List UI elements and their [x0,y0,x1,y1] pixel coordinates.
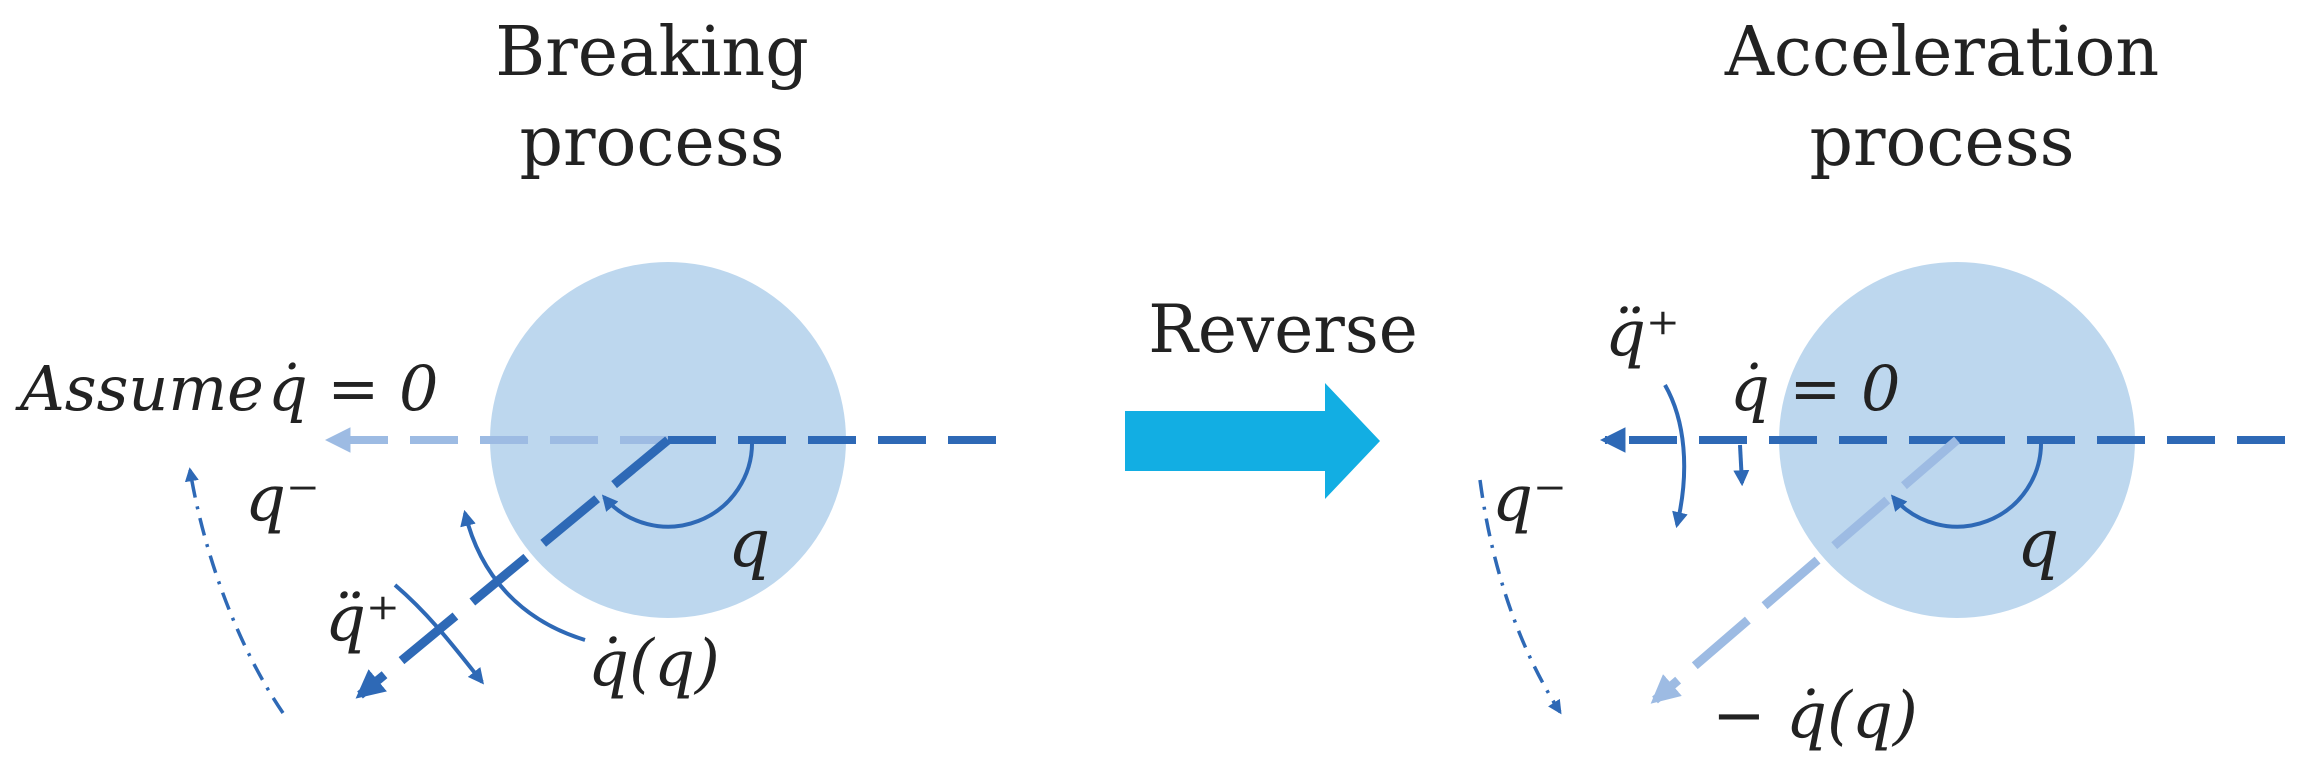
right-title-line1: Acceleration [1724,13,2159,92]
left-panel: Breaking process Assume q̇ = 0 q⁻ q̈⁺ q … [15,13,1005,714]
left-assume-word: Assume [15,352,264,425]
left-q-minus-label: q⁻ [245,462,320,536]
right-neg-q-dot-of-q-label: − q̇(q) [1712,679,1918,753]
reverse-label: Reverse [1148,291,1418,368]
left-link-line [355,436,671,699]
middle-reverse: Reverse [1125,291,1418,499]
right-q-minus-label: q⁻ [1492,462,1567,536]
right-zero-velocity-arrow [1733,444,1750,487]
left-q-dot-of-q-label: q̇(q) [588,627,720,701]
left-title-line1: Breaking [495,13,809,92]
left-swing-arc [184,467,285,714]
right-title-line2: process [1809,103,2074,182]
right-swing-arc [1478,479,1562,715]
reverse-arrow-icon [1125,383,1380,499]
left-angle-q-arc [601,439,755,529]
right-link-line [1650,436,1960,704]
left-acceleration-arrow [393,583,484,685]
left-q-label: q [728,505,770,582]
left-title-line2: process [519,103,784,182]
left-assume-expression: q̇ = 0 [268,352,439,425]
left-velocity-arrow [460,509,586,642]
right-panel: Acceleration process q̈⁺ q̇ = 0 q⁻ q − q… [1478,13,2300,753]
right-acceleration-arrow [1663,384,1688,529]
right-angle-q-arc [1890,439,2044,529]
right-q-label: q [2017,505,2059,582]
right-q-dot-zero-label: q̇ = 0 [1730,352,1901,425]
left-q-ddot-plus-label: q̈⁺ [325,582,400,656]
right-q-ddot-plus-label: q̈⁺ [1605,297,1680,371]
